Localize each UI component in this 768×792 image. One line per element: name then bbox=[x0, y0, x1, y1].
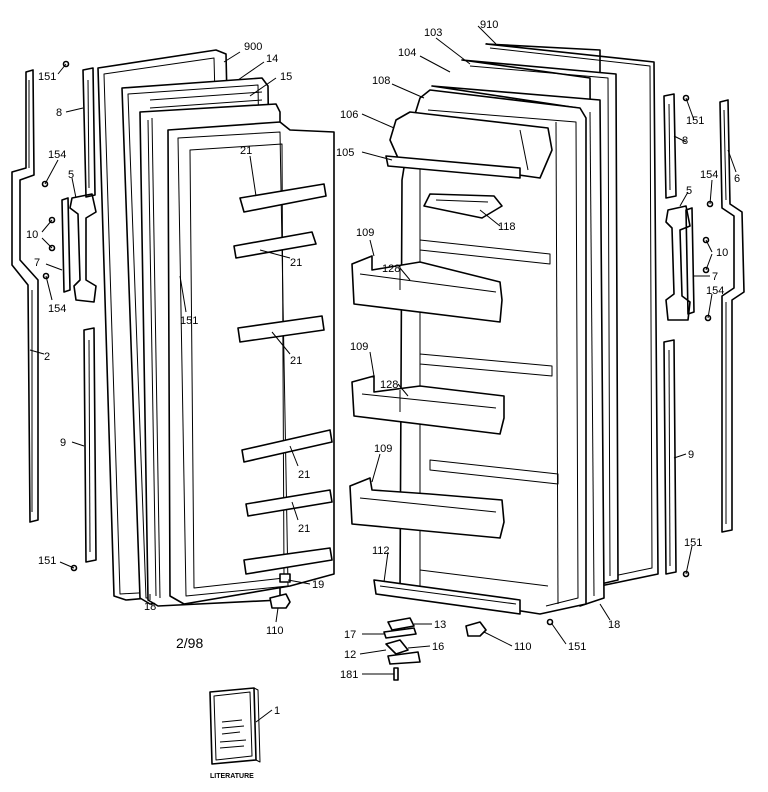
callout-110: 110 bbox=[266, 625, 284, 637]
callout-18: 18 bbox=[144, 601, 156, 613]
handle-trim-piece-left bbox=[61, 197, 71, 293]
trim-strip-upper-left bbox=[82, 67, 96, 198]
diagram-date-code: 2/98 bbox=[176, 635, 203, 651]
callout-7: 7 bbox=[34, 257, 40, 269]
callout-9: 9 bbox=[60, 437, 66, 449]
callout-151: 151 bbox=[568, 641, 586, 653]
callout-21: 21 bbox=[240, 145, 252, 157]
door-handle-left bbox=[69, 193, 97, 303]
callout-10: 10 bbox=[716, 247, 728, 259]
callout-154: 154 bbox=[48, 149, 66, 161]
hinge-hardware bbox=[383, 617, 487, 681]
callout-151: 151 bbox=[684, 537, 702, 549]
door-handle-right bbox=[665, 205, 691, 321]
callout-5: 5 bbox=[686, 185, 692, 197]
callout-112: 112 bbox=[372, 545, 390, 557]
callout-109: 109 bbox=[350, 341, 368, 353]
bottom-rail bbox=[373, 579, 521, 615]
literature-label: LITERATURE bbox=[210, 773, 254, 780]
door-bins-right bbox=[349, 255, 505, 539]
callout-151: 151 bbox=[180, 315, 198, 327]
callout-154: 154 bbox=[700, 169, 718, 181]
callout-21: 21 bbox=[298, 523, 310, 535]
callout-104: 104 bbox=[398, 47, 416, 59]
callout-17: 17 bbox=[344, 629, 356, 641]
callout-15: 15 bbox=[280, 71, 292, 83]
handle-trim-piece-right bbox=[685, 207, 695, 315]
callout-154: 154 bbox=[706, 285, 724, 297]
callout-181: 181 bbox=[340, 669, 358, 681]
trim-strip-lower-right bbox=[663, 339, 677, 575]
callout-103: 103 bbox=[424, 27, 442, 39]
callout-151: 151 bbox=[38, 71, 56, 83]
callout-109: 109 bbox=[356, 227, 374, 239]
callout-18: 18 bbox=[608, 619, 620, 631]
callout-1: 1 bbox=[274, 705, 280, 717]
callout-21: 21 bbox=[290, 355, 302, 367]
callout-labels: 151 8 154 5 10 7 154 2 9 151 900 14 15 2… bbox=[26, 19, 740, 717]
trim-strip-lower-left bbox=[83, 327, 97, 563]
callout-108: 108 bbox=[372, 75, 390, 87]
callout-128: 128 bbox=[382, 263, 400, 275]
callout-154: 154 bbox=[48, 303, 66, 315]
callout-109: 109 bbox=[374, 443, 392, 455]
callout-128: 128 bbox=[380, 379, 398, 391]
callout-5: 5 bbox=[68, 169, 74, 181]
callout-151: 151 bbox=[686, 115, 704, 127]
callout-8: 8 bbox=[682, 135, 688, 147]
callout-21: 21 bbox=[298, 469, 310, 481]
callout-7: 7 bbox=[712, 271, 718, 283]
callout-106: 106 bbox=[340, 109, 358, 121]
door-shelf-rails bbox=[233, 183, 333, 575]
callout-8: 8 bbox=[56, 107, 62, 119]
callout-21: 21 bbox=[290, 257, 302, 269]
screws-left bbox=[41, 60, 78, 572]
callout-16: 16 bbox=[432, 641, 444, 653]
handle-trim-right bbox=[719, 99, 745, 533]
trim-strip-upper-right bbox=[663, 93, 677, 199]
dairy-trim bbox=[385, 155, 521, 179]
callout-900: 900 bbox=[244, 41, 262, 53]
callout-910: 910 bbox=[480, 19, 498, 31]
callout-9: 9 bbox=[688, 449, 694, 461]
callout-6: 6 bbox=[734, 173, 740, 185]
door-stop-left bbox=[269, 573, 291, 609]
callout-10: 10 bbox=[26, 229, 38, 241]
callout-110: 110 bbox=[514, 641, 532, 653]
callout-13: 13 bbox=[434, 619, 446, 631]
fresh-food-door-liner bbox=[399, 89, 587, 615]
leader-lines bbox=[29, 25, 737, 723]
callout-151: 151 bbox=[38, 555, 56, 567]
callout-118: 118 bbox=[498, 221, 516, 233]
literature-booklet bbox=[209, 687, 261, 765]
callout-19: 19 bbox=[312, 579, 324, 591]
handle-trim-left bbox=[11, 69, 39, 523]
callout-12: 12 bbox=[344, 649, 356, 661]
callout-14: 14 bbox=[266, 53, 278, 65]
callout-105: 105 bbox=[336, 147, 354, 159]
liner-shelf-ledges bbox=[419, 239, 559, 587]
callout-2: 2 bbox=[44, 351, 50, 363]
